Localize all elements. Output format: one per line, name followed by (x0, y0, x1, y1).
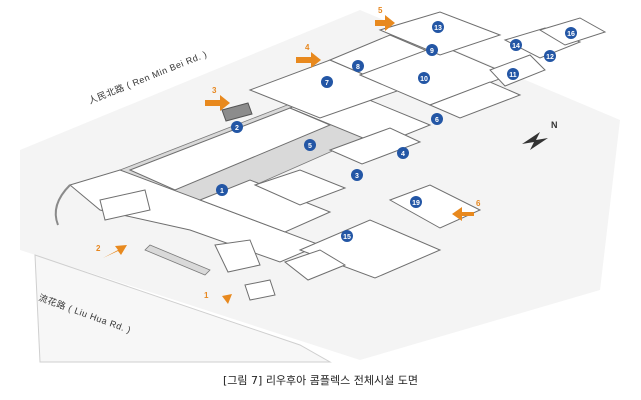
entrance-arrow-4 (296, 52, 321, 68)
badge-15 (341, 230, 353, 242)
entrance-label-6: 6 (476, 199, 481, 208)
badge-label-14: 14 (512, 43, 520, 50)
entrance-arrow-labels: 1 2 3 4 5 6 (96, 6, 481, 300)
figure-caption: [그림 7] 리우후아 콤플렉스 전체시설 도면 (223, 374, 418, 387)
block-13 (378, 11, 502, 56)
badge-1 (216, 184, 228, 196)
badge-13 (432, 21, 444, 33)
badge-label-10: 10 (420, 76, 428, 83)
curved-ramp (54, 184, 71, 226)
entrance-arrow-1 (212, 294, 232, 307)
site-plan-svg: 人民北路 ( Ren Min Bei Rd. ) 流花路 ( Liu Hua R… (20, 6, 620, 363)
badge-label-4: 4 (401, 151, 405, 158)
square-west (99, 189, 151, 221)
entrance-arrow-6 (452, 207, 474, 221)
site-plan-map: 人民北路 ( Ren Min Bei Rd. ) 流花路 ( Liu Hua R… (20, 6, 620, 363)
badge-label-11: 11 (509, 72, 517, 79)
block-6 (428, 81, 522, 119)
facility-badges (216, 21, 577, 242)
north-arrow-icon: N (522, 120, 558, 150)
badge-label-7: 7 (325, 80, 329, 87)
wall-strip (144, 244, 211, 276)
entrance-label-5: 5 (378, 6, 383, 15)
north-label: N (551, 120, 558, 130)
entrance-label-4: 4 (305, 43, 310, 52)
badge-label-9: 9 (430, 48, 434, 55)
block-15b (283, 249, 347, 281)
badge-label-16: 16 (567, 31, 575, 38)
badge-2 (231, 121, 243, 133)
entrance-arrow-2 (103, 245, 127, 258)
hall-west (198, 179, 332, 233)
badge-label-8: 8 (356, 64, 360, 71)
badge-16 (565, 27, 577, 39)
badge-12 (544, 50, 556, 62)
entrance-label-3: 3 (212, 86, 217, 95)
badge-label-15: 15 (343, 234, 351, 241)
badge-label-13: 13 (434, 25, 442, 32)
entrance-arrow-5 (375, 15, 395, 31)
badge-8 (352, 60, 364, 72)
badge-4 (397, 147, 409, 159)
badge-label-6: 6 (435, 117, 439, 124)
badge-5 (304, 139, 316, 151)
badge-7 (321, 76, 333, 88)
dark-block (221, 102, 253, 122)
badge-label-19: 19 (412, 200, 420, 207)
badge-14 (510, 39, 522, 51)
badge-label-1: 1 (220, 188, 224, 195)
entrance-label-2: 2 (96, 244, 101, 253)
block-4 (328, 127, 422, 165)
badge-label-12: 12 (546, 54, 554, 61)
badge-6 (431, 113, 443, 125)
badge-label-2: 2 (235, 125, 239, 132)
badge-label-3: 3 (355, 173, 359, 180)
entrance-arrow-3 (205, 95, 230, 111)
badge-3 (351, 169, 363, 181)
annex-south (214, 239, 261, 273)
entrance-arrows (103, 15, 474, 307)
courtyard-1 (253, 169, 347, 206)
block-15 (298, 219, 442, 279)
annex-south-b (244, 279, 276, 301)
entrance-label-1: 1 (204, 291, 209, 300)
badge-11 (507, 68, 519, 80)
badge-label-5: 5 (308, 143, 312, 150)
badge-9 (426, 44, 438, 56)
liu-hua-road-strip (34, 254, 332, 363)
badge-19 (410, 196, 422, 208)
badge-10 (418, 72, 430, 84)
facility-badge-labels: 1 2 3 4 5 6 7 8 9 10 11 12 13 14 15 16 1… (220, 25, 575, 241)
